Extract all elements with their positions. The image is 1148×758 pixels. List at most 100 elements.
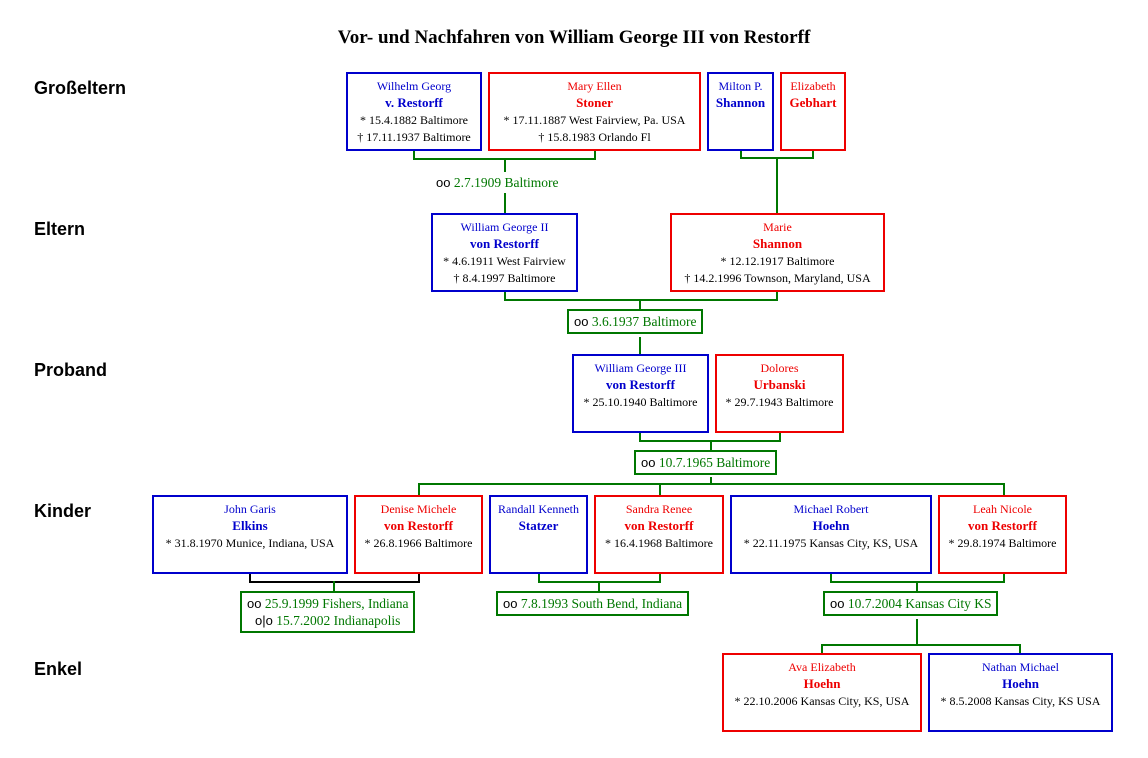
person-life-date: * 29.7.1943 Baltimore	[725, 395, 834, 409]
marriage-symbol: oo	[436, 175, 451, 190]
person-last-name: Hoehn	[803, 676, 841, 691]
connector-line	[639, 299, 641, 309]
person-last-name: von Restorff	[968, 518, 1037, 533]
person-life-date: † 14.2.1996 Townson, Maryland, USA	[684, 271, 871, 285]
person-first-name: Sandra Renee	[625, 502, 693, 516]
marriage-date: 2.7.1909 Baltimore	[453, 175, 559, 190]
connector-line	[821, 644, 823, 654]
connector-line	[776, 157, 778, 214]
generation-label-grandchildren: Enkel	[34, 659, 83, 679]
marriage-date: 10.7.1965 Baltimore	[658, 455, 771, 470]
person-last-name: Hoehn	[812, 518, 850, 533]
person-last-name: von Restorff	[624, 518, 694, 533]
person-last-name: Shannon	[715, 95, 766, 110]
person-first-name: Dolores	[760, 361, 799, 375]
marriage-date: 3.6.1937 Baltimore	[591, 314, 697, 329]
marriage-symbol: oo	[641, 455, 656, 470]
person-life-date: * 22.10.2006 Kansas City, KS, USA	[734, 694, 910, 708]
person-first-name: Michael Robert	[793, 502, 869, 516]
marriage-line: o|o 15.7.2002 Indianapolis	[247, 612, 408, 629]
connector-line	[1003, 573, 1005, 583]
person-life-date: † 17.11.1937 Baltimore	[357, 130, 471, 144]
connector-line	[413, 150, 415, 160]
person-life-date: * 4.6.1911 West Fairview	[443, 254, 566, 268]
person-first-name: Denise Michele	[380, 502, 457, 516]
marriage-symbol: o|o	[255, 613, 273, 628]
person-life-date: * 8.5.2008 Kansas City, KS USA	[940, 694, 1101, 708]
person-first-name: Mary Ellen	[567, 79, 622, 93]
connector-line	[538, 573, 540, 583]
connector-line	[710, 477, 712, 485]
connector-line	[659, 483, 661, 496]
connector-line	[504, 193, 506, 214]
marriage-date: 7.8.1993 South Bend, Indiana	[520, 596, 683, 611]
marriage-date: 25.9.1999 Fishers, Indiana	[264, 596, 409, 611]
person-last-name: Statzer	[518, 518, 559, 533]
person-life-date: * 22.11.1975 Kansas City, KS, USA	[743, 536, 919, 550]
connector-line	[249, 573, 251, 583]
marriage-label-statzer: oo 7.8.1993 South Bend, Indiana	[496, 591, 690, 616]
person-last-name: von Restorff	[470, 236, 539, 251]
person-last-name: von Restorff	[384, 518, 453, 533]
marriage-line: oo 7.8.1993 South Bend, Indiana	[503, 595, 682, 612]
connector-line	[1003, 483, 1005, 496]
connector-line	[821, 644, 1021, 646]
connector-line	[659, 573, 661, 583]
person-life-date: † 8.4.1997 Baltimore	[453, 271, 556, 285]
person-first-name: Elizabeth	[790, 79, 836, 93]
marriage-line: oo 25.9.1999 Fishers, Indiana	[247, 595, 408, 612]
marriage-line: oo 2.7.1909 Baltimore	[436, 174, 558, 191]
diagram-title: Vor- und Nachfahren von William George I…	[337, 27, 811, 48]
marriage-symbol: oo	[247, 596, 262, 611]
person-last-name: Hoehn	[1002, 676, 1039, 691]
person-first-name: Ava Elizabeth	[788, 660, 856, 674]
connector-line	[504, 158, 506, 172]
marriage-line: oo 10.7.1965 Baltimore	[641, 454, 770, 471]
marriage-label-proband: oo 10.7.1965 Baltimore	[634, 450, 778, 475]
person-last-name: Shannon	[752, 236, 803, 251]
connector-line	[594, 150, 596, 160]
person-first-name: William George II	[460, 220, 549, 234]
marriage-date: 10.7.2004 Kansas City KS	[847, 596, 992, 611]
connector-line	[418, 573, 420, 583]
connector-line	[418, 483, 420, 496]
person-life-date: † 15.8.1983 Orlando Fl	[538, 130, 651, 144]
marriage-symbol: oo	[503, 596, 518, 611]
generation-label-grandparents: Großeltern	[34, 78, 127, 98]
connector-line	[1019, 644, 1021, 654]
connector-line	[776, 291, 778, 301]
person-last-name: Urbanski	[753, 377, 806, 392]
person-life-date: * 12.12.1917 Baltimore	[720, 254, 835, 268]
person-first-name: Nathan Michael	[982, 660, 1059, 674]
person-last-name: Stoner	[576, 95, 613, 110]
connector-line	[598, 581, 600, 592]
generation-label-proband: Proband	[34, 360, 108, 380]
connector-line	[916, 619, 918, 646]
connector-line	[418, 483, 1005, 485]
person-life-date: * 17.11.1887 West Fairview, Pa. USA	[503, 113, 686, 127]
connector-line	[710, 440, 712, 450]
connector-line	[812, 150, 814, 159]
connector-line	[639, 337, 641, 355]
person-life-date: * 16.4.1968 Baltimore	[605, 536, 713, 550]
person-last-name: v. Restorff	[385, 95, 443, 110]
connector-line	[504, 291, 506, 301]
person-box-sandra-renee: Sandra Renee von Restorff * 16.4.1968 Balt…	[594, 495, 724, 574]
person-first-name: Randall Kenneth	[498, 502, 579, 516]
marriage-line: oo 3.6.1937 Baltimore	[574, 313, 696, 330]
person-first-name: William George III	[594, 361, 687, 375]
connector-line	[333, 581, 335, 592]
marriage-symbol: oo	[830, 596, 845, 611]
connector-line	[916, 581, 918, 592]
person-first-name: Wilhelm Georg	[376, 79, 452, 93]
